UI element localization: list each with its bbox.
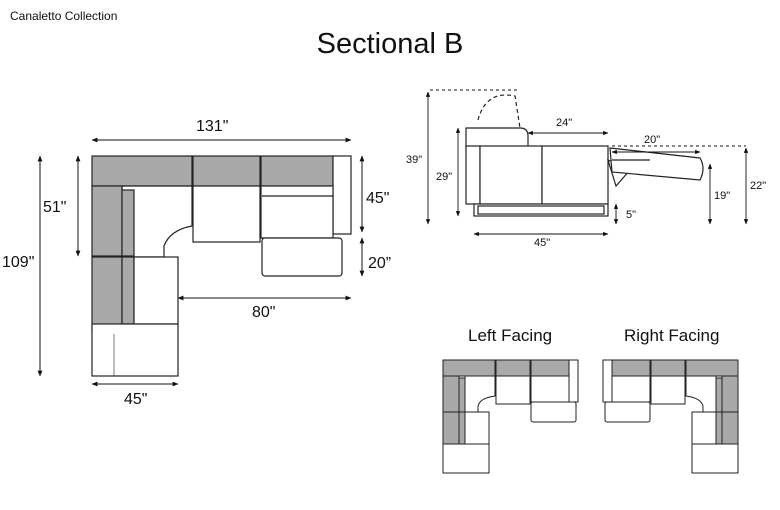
side-cushion-top <box>91 185 123 257</box>
seat-left-end <box>91 323 179 377</box>
backrest <box>465 145 481 205</box>
plan-inner-label: 80" <box>252 304 275 321</box>
side-back-height-label: 29" <box>436 171 452 183</box>
side-total-height-label: 39" <box>406 154 422 166</box>
seat-middle <box>192 185 261 243</box>
side-cushion-bottom <box>91 256 123 334</box>
seat-left-middle <box>133 256 179 325</box>
seat-front <box>479 145 543 205</box>
side-foot-label: 19" <box>714 190 730 202</box>
right-arm <box>332 155 352 235</box>
plan-height-label: 109" <box>2 254 34 271</box>
plan-chaise-label: 20” <box>368 255 391 272</box>
plan-arm-label: 45" <box>124 391 147 408</box>
back-cushion-right <box>260 155 334 187</box>
plan-depth-label: 51" <box>43 199 66 216</box>
side-dimensions <box>425 89 749 237</box>
plan-view <box>91 155 352 377</box>
leg-area <box>477 205 605 215</box>
side-cushion-arm-top <box>121 189 135 257</box>
chaise-footrest <box>261 237 343 277</box>
right-facing-label: Right Facing <box>624 326 720 345</box>
seat-chaise <box>260 185 334 239</box>
side-footrest-label: 22" <box>750 180 766 192</box>
seat-back <box>541 145 609 205</box>
footrest <box>609 147 704 181</box>
back-cushion-middle <box>192 155 261 187</box>
side-cushion-arm-bottom <box>121 256 135 325</box>
side-depth-label: 45" <box>534 237 550 249</box>
left-facing-label: Left Facing <box>468 326 553 345</box>
left-facing-diagram <box>442 359 579 474</box>
side-seat-label: 24" <box>556 117 572 129</box>
plan-seat-depth-label: 45" <box>366 190 389 207</box>
headrest <box>465 127 529 149</box>
back-cushion-corner <box>91 155 193 187</box>
side-view <box>465 94 704 217</box>
plan-width-label: 131" <box>196 118 228 135</box>
right-facing-diagram <box>602 359 739 474</box>
brand-name: Canaletto Collection <box>10 9 118 23</box>
side-recline-label: 20" <box>644 134 660 146</box>
seat-corner <box>121 185 193 258</box>
page-title: Sectional B <box>316 28 464 60</box>
plan-dimensions <box>37 137 365 387</box>
side-leg-label: 5" <box>626 209 636 221</box>
recline-arc <box>477 94 521 129</box>
